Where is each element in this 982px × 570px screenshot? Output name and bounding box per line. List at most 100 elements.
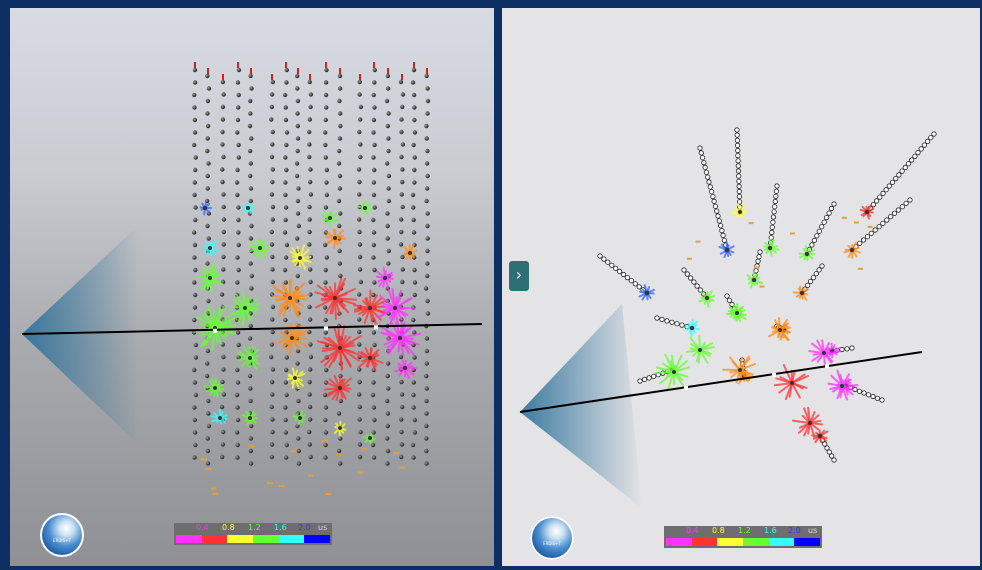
dom-sphere: [642, 376, 648, 382]
dom-sphere: [412, 417, 418, 423]
dom-sphere: [336, 161, 342, 166]
dom-sphere: [295, 98, 301, 104]
dom-sphere: [338, 211, 343, 216]
dom-sphere: [412, 267, 417, 273]
dom-sphere: [269, 154, 275, 160]
dom-sphere: [270, 267, 275, 272]
dom-sphere: [296, 436, 301, 441]
track-vertex: [213, 328, 217, 333]
dom-sphere: [398, 336, 402, 340]
timing-marker: [290, 450, 297, 453]
dom-sphere: [860, 237, 867, 243]
dom-sphere: [284, 80, 289, 85]
dom-sphere: [323, 142, 328, 148]
timing-marker: [210, 487, 217, 490]
hit-flower: [859, 204, 875, 220]
dom-sphere: [270, 304, 276, 310]
dom-sphere: [284, 355, 290, 360]
dom-sphere: [816, 267, 822, 273]
hit-petal: [791, 382, 801, 399]
dom-sphere: [411, 405, 416, 410]
dom-sphere: [399, 192, 404, 197]
dom-sphere: [357, 79, 362, 85]
dom-sphere: [323, 330, 328, 335]
colorbar-swatch: [768, 538, 795, 546]
dom-sphere: [368, 436, 372, 440]
dom-sphere: [220, 179, 225, 185]
dom-sphere: [358, 279, 364, 285]
dom-sphere: [307, 117, 313, 122]
dom-sphere: [192, 167, 198, 173]
string-top-marker: [309, 74, 311, 80]
expand-sidebar-button[interactable]: ›: [509, 261, 529, 291]
side-view-canvas[interactable]: [10, 8, 494, 566]
dom-sphere: [372, 280, 377, 285]
dom-sphere: [308, 354, 314, 360]
dom-sphere: [221, 154, 226, 160]
dom-sphere: [220, 442, 226, 447]
dom-sphere: [412, 180, 417, 185]
dom-sphere: [737, 199, 743, 205]
dom-sphere: [688, 275, 694, 281]
dom-sphere: [399, 154, 404, 160]
hit-petal: [791, 382, 804, 390]
dom-sphere: [295, 148, 300, 154]
dom-sphere: [205, 261, 210, 266]
hit-flower: [798, 245, 816, 262]
dom-sphere: [193, 205, 198, 210]
dom-sphere: [425, 236, 430, 241]
dom-sphere: [269, 342, 275, 347]
dom-sphere: [220, 379, 225, 385]
dom-sphere: [736, 173, 742, 179]
dom-sphere: [601, 256, 607, 262]
top-view-canvas[interactable]: [502, 8, 980, 566]
dom-sphere: [425, 298, 430, 304]
hit-petal: [699, 349, 709, 364]
dom-sphere: [709, 189, 715, 195]
dom-sphere: [410, 80, 416, 85]
hit-petal: [778, 317, 781, 331]
dom-sphere: [192, 317, 197, 323]
dom-sphere: [393, 306, 397, 310]
dom-sphere: [371, 180, 377, 185]
dom-sphere: [735, 147, 741, 154]
dom-sphere: [424, 373, 429, 379]
event-display-side-view[interactable]: ERDIS+T 0.4 0.8 1.2 1.6 2.0 us: [10, 8, 494, 566]
dom-sphere: [756, 254, 762, 260]
hit-flower: [210, 408, 228, 425]
dom-sphere: [856, 388, 863, 394]
dom-sphere: [192, 455, 197, 460]
hit-petal: [320, 347, 341, 364]
dom-sphere: [864, 234, 871, 240]
dom-sphere: [645, 291, 649, 295]
dom-sphere: [357, 242, 363, 247]
dom-sphere: [400, 104, 405, 110]
hit-petal: [339, 344, 356, 349]
dom-sphere: [684, 271, 690, 277]
timing-marker: [357, 471, 364, 474]
dom-sphere: [411, 455, 416, 460]
dom-sphere: [282, 267, 288, 273]
hit-petal: [272, 294, 291, 299]
dom-sphere: [235, 192, 240, 198]
dom-sphere: [356, 317, 362, 322]
dom-sphere: [208, 276, 212, 280]
dom-sphere: [283, 255, 289, 260]
dom-sphere: [383, 276, 387, 280]
dom-sphere: [735, 168, 742, 174]
dom-sphere: [193, 442, 198, 448]
dom-sphere: [412, 167, 417, 173]
dom-sphere: [899, 204, 905, 210]
dom-sphere: [358, 104, 364, 110]
dom-sphere: [270, 429, 275, 435]
dom-sphere: [385, 361, 391, 366]
dom-sphere: [811, 237, 817, 243]
dom-sphere: [400, 167, 405, 172]
dom-sphere: [850, 248, 854, 252]
event-display-top-view[interactable]: › ERDIS+T 0.4 0.8 1.2 1.6 2.0 us: [502, 8, 980, 566]
dom-sphere: [734, 127, 740, 133]
hit-flower: [718, 240, 735, 259]
dom-sphere: [283, 192, 288, 198]
hit-petal: [369, 305, 385, 309]
dom-sphere: [664, 318, 670, 324]
